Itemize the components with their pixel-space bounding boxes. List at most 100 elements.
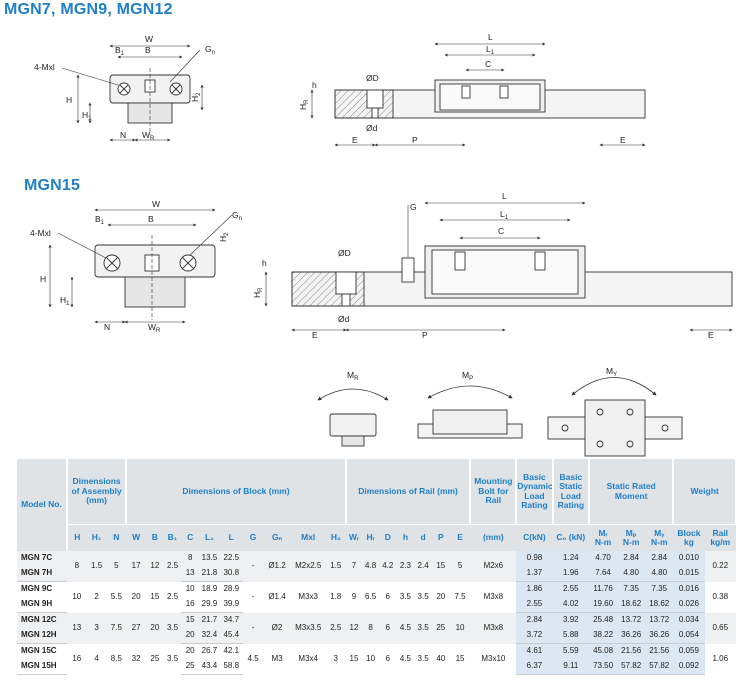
cell-n: 8.5 bbox=[106, 643, 127, 675]
label-4-mxl: 4-Mxl bbox=[34, 62, 55, 72]
table-header-groups: Model No. Dimensions of Assembly (mm) Di… bbox=[17, 459, 737, 551]
cell-h: 4.5 bbox=[396, 612, 415, 644]
cell-mp: 21.56 bbox=[617, 643, 646, 659]
cell-h: 10 bbox=[66, 581, 87, 613]
cell-hr: 4.8 bbox=[362, 551, 379, 582]
specification-table: Model No. Dimensions of Assembly (mm) Di… bbox=[17, 459, 737, 675]
col-assembly: Dimensions of Assembly (mm) bbox=[66, 459, 128, 525]
label-WR: WR bbox=[142, 130, 155, 142]
label-Gn: Gn bbox=[205, 44, 215, 56]
cell-h1: 3 bbox=[86, 612, 107, 644]
side-view-small bbox=[310, 42, 646, 147]
cell-c: 16 bbox=[181, 597, 200, 613]
cell-p: 25 bbox=[431, 612, 450, 644]
cell-wr: 7 bbox=[345, 551, 363, 582]
label-h: h bbox=[312, 80, 317, 90]
cell-my: 2.84 bbox=[645, 551, 674, 566]
section-title-mgn7-9-12: MGN7, MGN9, MGN12 bbox=[4, 1, 173, 18]
cell-mxl: M3x3 bbox=[290, 581, 326, 613]
cell-e: 10 bbox=[449, 612, 471, 644]
cell-c0: 9.11 bbox=[552, 659, 590, 675]
cell-bolt: M3x8 bbox=[470, 612, 517, 644]
sub-B: B bbox=[146, 524, 164, 551]
cell-mxl: M2x2.5 bbox=[290, 551, 326, 582]
sub-B1: B₁ bbox=[163, 524, 182, 551]
sub-W: W bbox=[126, 524, 146, 551]
cell-model: MGN 9C bbox=[17, 581, 67, 597]
cell-h2: 3 bbox=[325, 643, 346, 675]
cell-rail: 0.65 bbox=[704, 612, 736, 644]
cell-g: - bbox=[242, 551, 264, 582]
label-C: C bbox=[485, 59, 491, 69]
cell-bolt: M3x10 bbox=[470, 643, 517, 675]
cell-l1: 21.7 bbox=[199, 612, 220, 628]
cell-c_kn: 1.37 bbox=[516, 566, 553, 582]
cell-b1: 3.5 bbox=[163, 643, 182, 675]
cell-g: - bbox=[242, 612, 264, 644]
cell-d: 3.5 bbox=[414, 612, 432, 644]
cell-rail: 0.38 bbox=[704, 581, 736, 613]
label-HR-15: HR bbox=[252, 287, 264, 298]
cell-c0: 4.02 bbox=[552, 597, 590, 613]
cell-h1: 1.5 bbox=[86, 551, 107, 582]
cell-d: 6 bbox=[378, 581, 397, 613]
cell-block: 0.092 bbox=[673, 659, 705, 675]
cell-h: 3.5 bbox=[396, 581, 415, 613]
cell-b: 25 bbox=[146, 643, 164, 675]
cell-d: 6 bbox=[378, 643, 397, 675]
cell-mp: 18.62 bbox=[617, 597, 646, 613]
label-N: N bbox=[120, 130, 126, 140]
moment-diagram-my bbox=[547, 377, 683, 457]
cell-c: 20 bbox=[181, 628, 200, 644]
sub-G: G bbox=[242, 524, 264, 551]
cell-gn: M3 bbox=[263, 643, 291, 675]
cell-model: MGN 15H bbox=[17, 659, 67, 675]
cell-bolt: M3x8 bbox=[470, 581, 517, 613]
cell-l: 28.9 bbox=[219, 581, 243, 597]
label-B-15: B bbox=[148, 214, 154, 224]
cell-mr: 38.22 bbox=[589, 628, 618, 644]
cell-block: 0.054 bbox=[673, 628, 705, 644]
cell-l: 39.9 bbox=[219, 597, 243, 613]
label-B: B bbox=[145, 45, 151, 55]
cell-c: 10 bbox=[181, 581, 200, 597]
label-4-mxl-15: 4-Mxl bbox=[30, 228, 51, 238]
cell-c_kn: 4.61 bbox=[516, 643, 553, 659]
label-WR-15: WR bbox=[148, 322, 161, 334]
cell-l1: 26.7 bbox=[199, 643, 220, 659]
label-phid-15: Ød bbox=[338, 314, 350, 324]
label-L-15: L bbox=[502, 191, 507, 201]
label-P-15: P bbox=[422, 330, 428, 340]
label-W: W bbox=[145, 34, 153, 44]
label-N-15: N bbox=[104, 322, 110, 332]
label-W-15: W bbox=[152, 199, 160, 209]
cell-l: 30.8 bbox=[219, 566, 243, 582]
sub-H: H bbox=[66, 524, 87, 551]
cell-model: MGN 7C bbox=[17, 551, 67, 566]
cell-block: 0.034 bbox=[673, 612, 705, 628]
section-title-mgn15: MGN15 bbox=[24, 177, 81, 194]
label-H1-15: H1 bbox=[60, 295, 70, 307]
cell-e: 5 bbox=[449, 551, 471, 582]
cell-mp: 13.72 bbox=[617, 612, 646, 628]
cell-mxl: M3x4 bbox=[290, 643, 326, 675]
cell-hr: 10 bbox=[362, 643, 379, 675]
cell-c_kn: 0.98 bbox=[516, 551, 553, 566]
cell-c_kn: 6.37 bbox=[516, 659, 553, 675]
cell-wr: 9 bbox=[345, 581, 363, 613]
sub-P: P bbox=[431, 524, 450, 551]
cell-model: MGN 9H bbox=[17, 597, 67, 613]
cell-h2: 2.5 bbox=[325, 612, 346, 644]
sub-WR: Wᵣ bbox=[345, 524, 363, 551]
cell-mr: 45.08 bbox=[589, 643, 618, 659]
cell-mr: 25.48 bbox=[589, 612, 618, 628]
side-view-mgn15 bbox=[264, 201, 733, 332]
cell-b: 12 bbox=[146, 551, 164, 582]
